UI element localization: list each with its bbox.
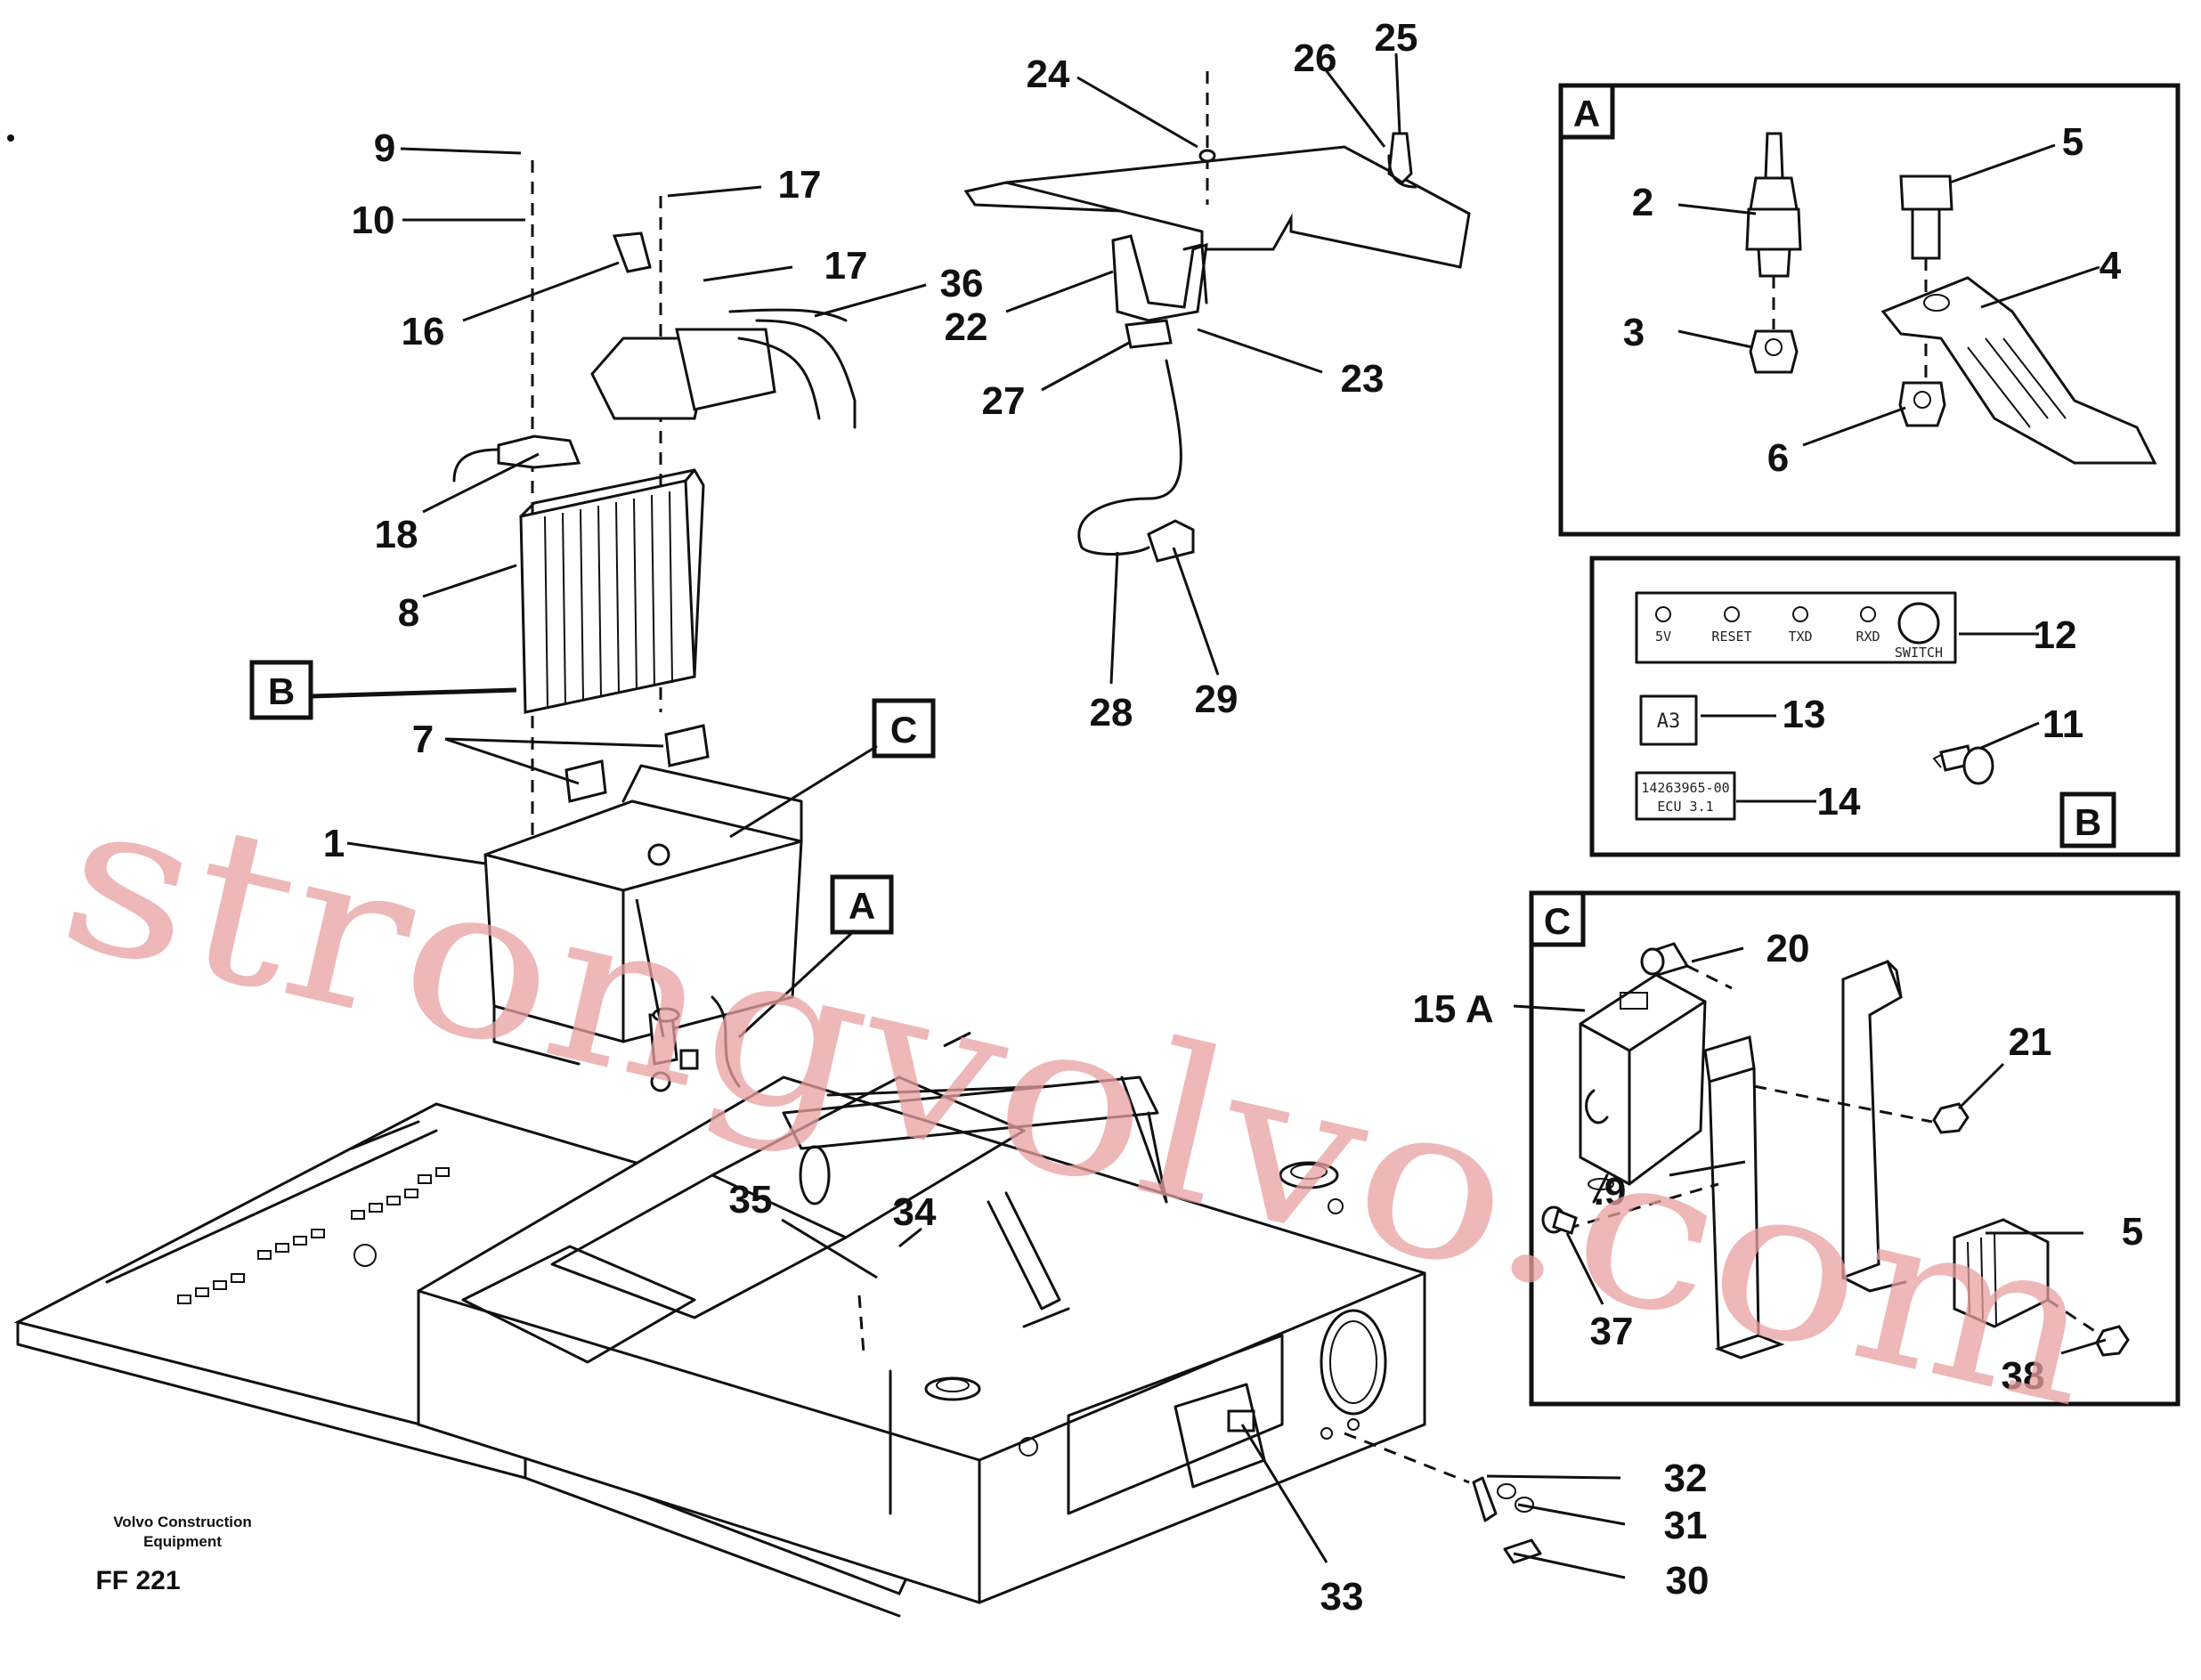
switch-label: SWITCH [1895,645,1943,661]
led-label-rxd: RXD [1856,629,1880,645]
callout-31: 31 [1664,1504,1708,1547]
diagram-code: FF 221 [95,1566,180,1595]
callout-box-b: B [249,660,313,720]
callout-5-right: 5 [2122,1210,2143,1254]
decal-a3-13: A3 [1639,694,1698,746]
callout-8: 8 [398,591,419,635]
callout-13: 13 [1783,693,1826,736]
decal-a3-text: A3 [1657,710,1681,733]
callout-7: 7 [412,718,434,761]
callout-37: 37 [1590,1310,1634,1353]
ground-strap-4 [1880,276,2157,465]
callout-17-top: 17 [778,163,822,207]
inset-a: A [1558,83,2181,537]
inset-b: B 5V RESET TXD RXD SWITCH A3 14263965-00… [1589,556,2181,857]
callout-6: 6 [1767,436,1789,480]
callout-21: 21 [2009,1020,2052,1064]
callout-34: 34 [893,1190,937,1234]
stray-dot [7,134,14,142]
brand-line-1: Volvo Construction [113,1514,252,1530]
screw-11 [1932,744,1994,785]
callout-19-partial: .9 [1594,1170,1627,1213]
relay-assembly [452,160,857,855]
callout-10: 10 [352,199,395,242]
callout-14: 14 [1817,780,1861,824]
ecu-mounting-bracket [483,724,803,1092]
callout-5: 5 [2062,120,2083,164]
part-labels: 1 2 3 4 5 6 7 8 9 10 11 12 13 14 15 A 16… [323,16,2143,1619]
callout-23: 23 [1341,357,1385,401]
callout-22: 22 [945,305,988,349]
callout-17-lower: 17 [824,244,868,288]
decal-part-number-14: 14263965-00 ECU 3.1 [1635,771,1736,821]
callout-24: 24 [1027,53,1070,96]
screw-37 [1541,1205,1578,1235]
callout-box-a-letter: A [849,885,875,927]
floor-slots [177,1167,450,1304]
breaker-15a [1579,973,1707,1186]
led-label-5v: 5V [1655,629,1671,645]
decal-part-no-text: 14263965-00 [1641,780,1729,796]
callout-1: 1 [323,822,345,865]
brand-line-2: Equipment [143,1533,222,1550]
cab-roof-plate [963,71,1471,563]
callout-4: 4 [2099,244,2122,288]
leader-lines [311,53,2107,1579]
inset-c: C [1529,890,2181,1407]
callout-16: 16 [402,310,445,353]
callout-30: 30 [1666,1559,1710,1603]
callout-20: 20 [1766,927,1810,970]
footer-credit: Volvo Construction Equipment FF 221 [95,1514,251,1595]
callout-box-c: C [872,698,936,759]
callout-35: 35 [729,1178,773,1221]
callout-38: 38 [2002,1354,2045,1398]
callout-15a: 15 A [1412,987,1493,1031]
nut-3 [1749,329,1799,374]
led-label-txd: TXD [1788,629,1812,645]
callout-18: 18 [375,513,418,556]
callout-12: 12 [2034,613,2077,657]
nut-6 [1898,381,1946,427]
base-frame [13,1075,1542,1618]
callout-36: 36 [940,262,984,305]
ecu-unit [519,468,705,714]
callout-28: 28 [1090,691,1133,734]
callout-33: 33 [1320,1575,1364,1619]
callout-box-a: A [830,874,894,935]
callout-3: 3 [1623,311,1645,354]
indicator-panel-12: 5V RESET TXD RXD SWITCH [1635,591,1957,664]
callout-11: 11 [2043,702,2084,746]
callout-27: 27 [982,379,1026,423]
mounting-bracket-c [1566,960,1933,1359]
callout-2: 2 [1632,181,1653,224]
stud-insulator-2 [1745,132,1802,329]
bolt-5 [1899,174,1953,383]
led-label-reset: RESET [1711,629,1751,645]
callout-25: 25 [1375,16,1418,60]
box-letter-b: B [2075,801,2101,843]
callout-box-b-letter: B [268,670,295,712]
callout-26: 26 [1294,37,1337,80]
callout-box-c-letter: C [890,709,917,751]
decal-ecu-text: ECU 3.1 [1657,799,1713,815]
screw-20 [1640,942,1733,990]
callout-29: 29 [1195,678,1239,721]
callout-9: 9 [374,126,395,170]
box-letter-a: A [1573,93,1600,134]
box-letter-c: C [1544,900,1571,942]
callout-32: 32 [1664,1457,1708,1500]
nut-21 [1932,1102,1970,1134]
